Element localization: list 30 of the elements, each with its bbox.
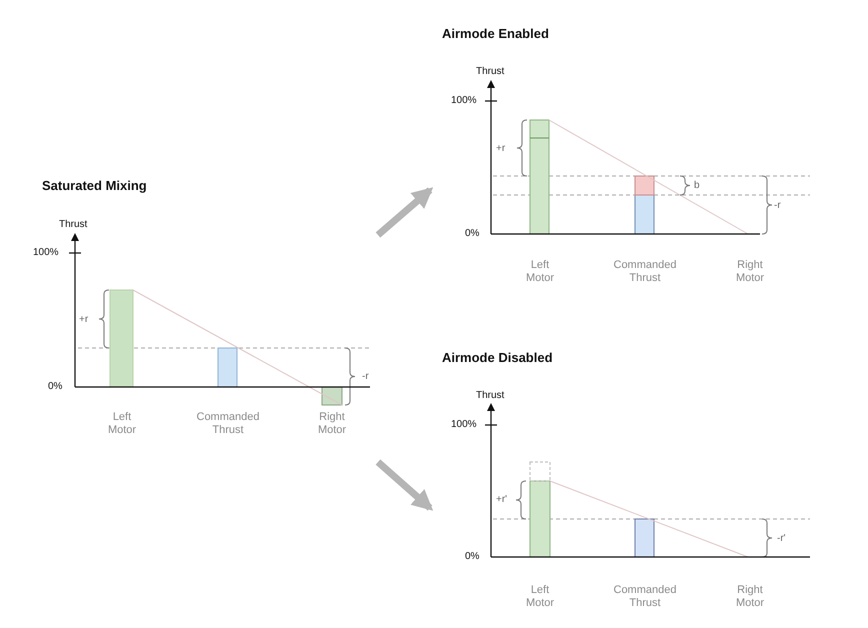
category-label: Commanded Thrust: [613, 584, 677, 610]
panel-title: Airmode Enabled: [442, 26, 549, 42]
category-label: Commanded Thrust: [613, 259, 677, 286]
arrow: [376, 187, 434, 238]
tick-label: 0%: [465, 551, 480, 563]
brace-label: +r: [79, 314, 88, 326]
axis-label: Thrust: [59, 219, 88, 231]
category-label: Right Motor: [734, 259, 766, 286]
panel-title: Saturated Mixing: [42, 178, 147, 194]
category-label: Commanded Thrust: [196, 411, 260, 438]
arrow: [376, 459, 434, 511]
brace-label: -r: [774, 200, 781, 212]
brace-label: -r: [362, 371, 369, 383]
panel-title: Airmode Disabled: [442, 350, 553, 366]
axis-label: Thrust: [476, 66, 504, 78]
tick-label: 0%: [48, 381, 62, 393]
tick-label: 100%: [451, 95, 477, 107]
brace-label: +r': [496, 494, 508, 506]
tick-label: 100%: [451, 419, 477, 431]
brace-label: b: [694, 180, 700, 192]
category-label: Left Motor: [106, 411, 138, 438]
brace-label: -r': [777, 533, 786, 545]
category-label: Left Motor: [524, 259, 556, 286]
brace-label: +r: [496, 143, 506, 155]
category-label: Right Motor: [734, 584, 766, 610]
tick-label: 0%: [465, 228, 480, 240]
tick-label: 100%: [33, 247, 59, 259]
category-label: Right Motor: [316, 411, 348, 438]
category-label: Left Motor: [524, 584, 556, 610]
axis-label: Thrust: [476, 390, 504, 402]
